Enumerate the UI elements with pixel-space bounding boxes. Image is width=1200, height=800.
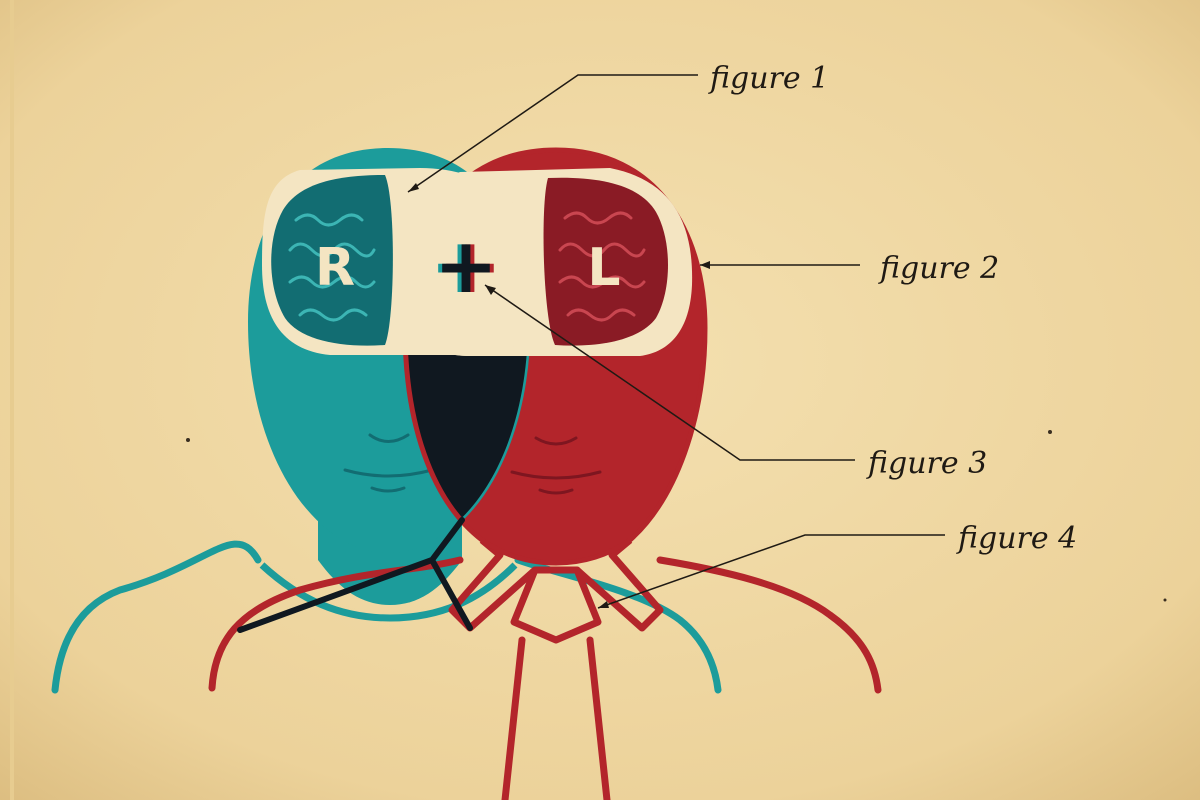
teal-left-shoulder	[51, 540, 262, 694]
figure3-arrowhead	[485, 285, 496, 295]
figure1-label: figure 1	[708, 61, 829, 96]
figure1-leader	[407, 74, 698, 193]
plus-red: +	[438, 221, 502, 310]
left-hemisphere-brain: L	[543, 177, 668, 346]
figure4-leader	[597, 534, 945, 609]
paper-speck	[1163, 598, 1167, 602]
teal-jaw-line	[343, 468, 434, 478]
teal-chin-line	[370, 486, 406, 493]
figure2-arrowhead	[700, 261, 710, 269]
figure3-label: figure 3	[866, 446, 987, 481]
overlap-collar-line	[237, 517, 473, 633]
figure3-leader	[484, 284, 855, 461]
left-hemisphere-letter: L	[587, 238, 620, 298]
paper-speck	[1048, 430, 1052, 434]
figure1-arrowhead	[408, 183, 419, 192]
red-jaw-line	[510, 470, 602, 480]
paper-speck	[186, 438, 190, 442]
red-tie	[501, 636, 611, 800]
right-hemisphere-letter: R	[315, 238, 355, 298]
center-brain-panel	[418, 172, 528, 356]
figure4-label: figure 4	[956, 521, 1077, 556]
plus-dark: +	[434, 221, 498, 310]
teal-mouth	[368, 433, 410, 443]
figure4-arrowhead	[598, 601, 609, 608]
right-hemisphere-brain: R	[271, 175, 393, 346]
callout-lines	[407, 74, 945, 609]
red-brain-folds	[558, 211, 646, 322]
red-mouth	[534, 436, 578, 446]
teal-brain-folds	[288, 213, 376, 322]
red-brain-shape	[543, 177, 668, 346]
plus-teal: +	[430, 221, 494, 310]
figure2-label: figure 2	[878, 251, 999, 286]
red-tie-knot	[510, 566, 602, 644]
plus-sign: + + +	[430, 221, 502, 310]
red-chin-line	[538, 488, 574, 495]
